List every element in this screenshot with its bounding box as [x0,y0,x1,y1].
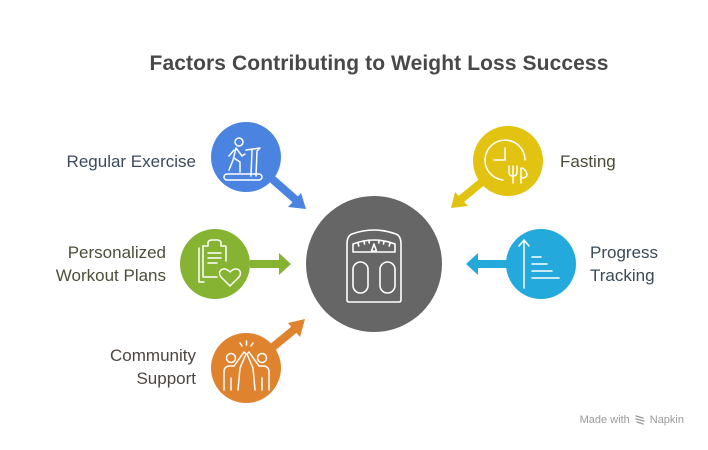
progress-chart-icon [518,239,560,289]
footer-made-with: Made with [579,414,630,426]
diagram-title: Factors Contributing to Weight Loss Succ… [149,52,609,75]
label-line: Workout Plans [55,266,166,285]
label-regular-exercise: Regular Exercise [67,150,196,173]
made-with-napkin-footer[interactable]: Made with Napkin [580,414,684,426]
arrow-head [288,319,305,337]
factor-node-community-support [211,319,305,403]
label-line: Personalized [67,243,166,262]
arrow-head [279,253,291,275]
bathroom-scale-icon [346,229,402,303]
clock-fork-icon [484,139,528,184]
arrow-head [288,193,306,209]
label-line: Regular Exercise [66,152,196,171]
label-line: Tracking [590,266,655,285]
label-community-support: Community Support [110,344,196,390]
factor-node-fasting [451,126,543,208]
label-line: Support [136,369,196,388]
clipboard-heart-icon [198,239,242,287]
arrow-head [451,192,468,208]
label-progress-tracking: Progress Tracking [590,241,658,287]
label-line: Community [110,346,196,365]
center-node [306,196,442,332]
factor-node-progress-tracking [466,229,576,299]
factor-node-regular-exercise [211,122,306,209]
label-fasting: Fasting [560,150,616,173]
footer-brand: Napkin [649,414,684,426]
center-circle [306,196,442,332]
factor-node-personalized-workout-plans [180,229,291,299]
label-personalized-workout-plans: Personalized Workout Plans [56,241,166,287]
arrow-head [466,253,478,275]
high-five-icon [223,340,270,391]
napkin-logo-icon [635,415,645,425]
label-line: Fasting [560,152,616,171]
label-line: Progress [590,243,659,262]
treadmill-icon [223,137,263,181]
